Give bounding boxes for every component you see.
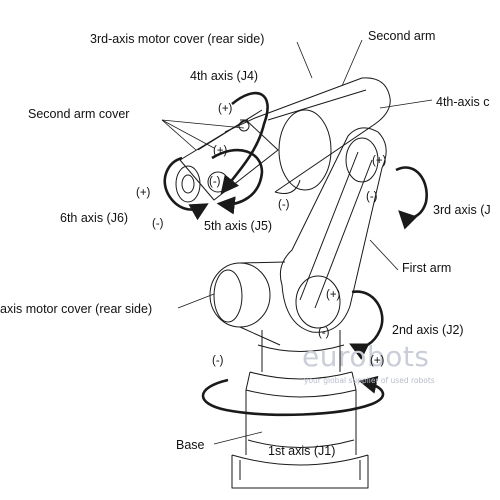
j6-plus-sign: (+) [136, 187, 151, 199]
j2-rotation-arrow [349, 290, 384, 360]
j3-plus-sign: (+) [372, 155, 387, 167]
j5-plus-sign: (+) [213, 145, 228, 157]
label-second-arm: Second arm [368, 29, 436, 43]
label-second-axis-motor-cover: axis motor cover (rear side) [0, 302, 153, 316]
label-third-axis-motor-cover: 3rd-axis motor cover (rear side) [90, 32, 265, 46]
j5-rotation-arrow [211, 148, 264, 215]
label-second-arm-cover: Second arm cover [28, 107, 130, 121]
j5-minus-sign: (-) [209, 176, 221, 188]
j1-plus-sign: (+) [370, 355, 385, 367]
robot-first-arm [279, 127, 387, 333]
label-fourth-axis-cover: 4th-axis c [436, 95, 490, 109]
robot-base [231, 371, 369, 489]
j6-minus-sign: (-) [152, 218, 164, 230]
label-sixth-axis: 6th axis (J6) [60, 211, 129, 225]
j3-rotation-arrow [395, 166, 428, 230]
j4-minus-sign: (-) [278, 199, 290, 211]
label-second-axis: 2nd axis (J2) [392, 323, 464, 337]
j6-rotation-arrow [163, 156, 209, 221]
j3-minus-sign: (-) [366, 191, 378, 203]
j1-rotation-arrow [201, 375, 385, 417]
rotation-arrows [163, 91, 428, 417]
label-base: Base [176, 438, 205, 452]
robot-second-arm [224, 77, 391, 194]
leader-lines [161, 39, 433, 445]
j1-minus-sign: (-) [212, 355, 224, 367]
label-fourth-axis: 4th axis (J4) [190, 69, 259, 83]
label-third-axis: 3rd axis (J [433, 203, 491, 217]
j2-minus-sign: (-) [318, 327, 330, 339]
label-fifth-axis: 5th axis (J5) [204, 219, 273, 233]
j4-plus-sign: (+) [218, 103, 233, 115]
label-first-axis: 1st axis (J1) [268, 444, 336, 458]
j2-plus-sign: (+) [326, 289, 341, 301]
robot-turning-body [209, 261, 345, 372]
j4-rotation-arrow [220, 91, 269, 195]
watermark-tagline: your global supplier of used robots [304, 376, 435, 385]
robot-wrist [175, 109, 279, 203]
watermark-logo: eurobots [302, 340, 430, 373]
label-first-arm: First arm [402, 261, 452, 275]
